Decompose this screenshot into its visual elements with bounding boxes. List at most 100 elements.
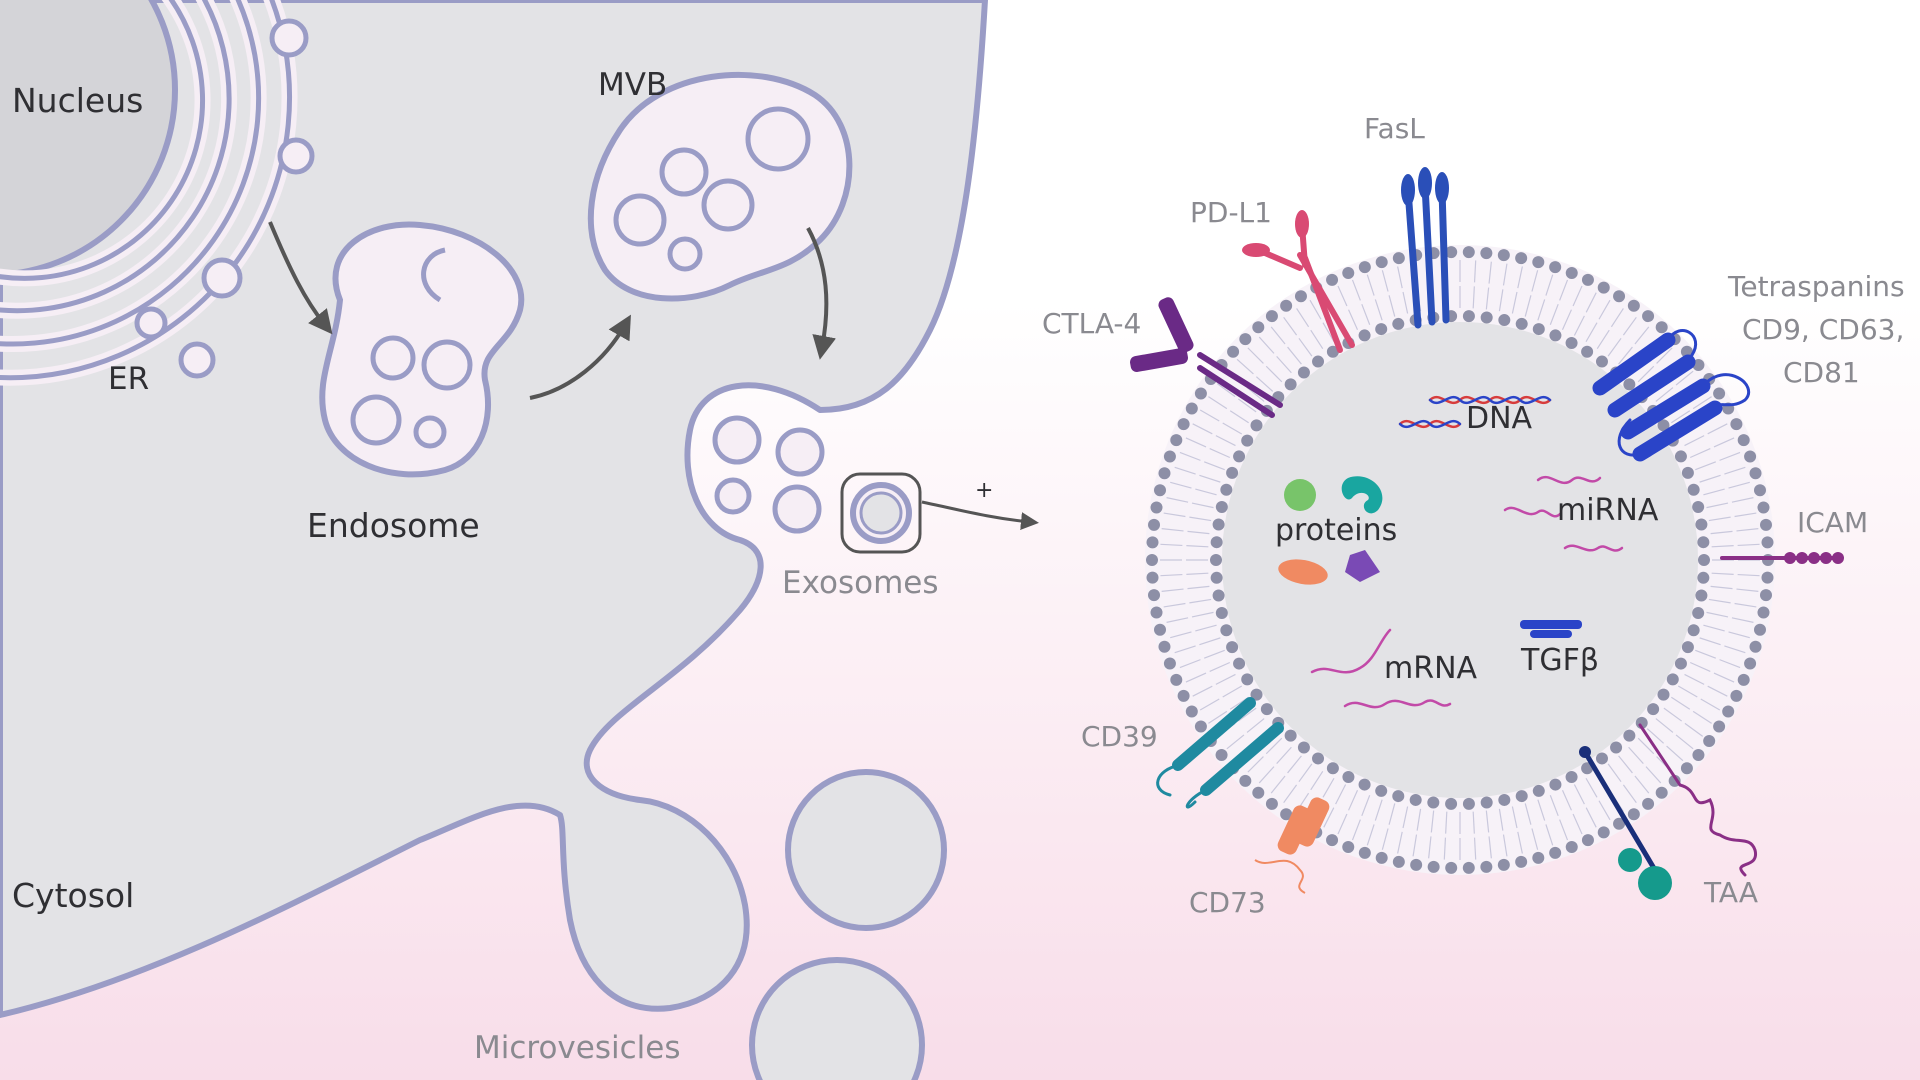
lipid-tail xyxy=(1675,370,1694,386)
lipid-tail xyxy=(1428,836,1432,859)
lipid-tail xyxy=(1209,661,1231,672)
lipid-head xyxy=(1613,290,1626,303)
lipid-head xyxy=(1761,571,1774,584)
lipid-tail xyxy=(1283,316,1298,336)
lipid-head xyxy=(1294,290,1307,303)
lipid-tail xyxy=(1174,466,1196,475)
lipid-tail xyxy=(1511,806,1518,829)
lipid-tail xyxy=(1728,631,1750,639)
multivesicular-body xyxy=(587,71,853,302)
lipid-tail xyxy=(1246,387,1265,402)
mrna-icon xyxy=(1310,628,1452,709)
lipid-head xyxy=(1692,607,1705,620)
lipid-tail xyxy=(1524,295,1532,317)
lipid-tail xyxy=(1707,685,1728,697)
lipid-head xyxy=(1515,855,1528,868)
lipid-tail xyxy=(1585,777,1598,798)
cell xyxy=(0,0,1039,1080)
lipid-head xyxy=(1410,858,1423,871)
lipid-tail xyxy=(1708,598,1731,604)
mvb-to-membrane-arrow xyxy=(806,227,836,360)
lipid-head xyxy=(1581,273,1594,286)
lipid-head xyxy=(1749,640,1762,653)
lipid-head xyxy=(1445,861,1458,874)
lipid-head xyxy=(1462,310,1475,323)
lipid-head xyxy=(1515,790,1528,803)
lipid-tail xyxy=(1160,543,1183,547)
lipid-head xyxy=(1462,861,1475,874)
lipid-tail xyxy=(1488,261,1492,284)
lipid-tail xyxy=(1335,784,1347,805)
lipid-tail xyxy=(1695,649,1717,659)
lipid-tail xyxy=(1195,488,1217,496)
pdl1-label: PD-L1 xyxy=(1190,196,1272,229)
lipid-head xyxy=(1227,345,1240,358)
lipid-tail xyxy=(1258,766,1275,784)
lipid-tail xyxy=(1258,336,1275,354)
lipid-tail xyxy=(1646,728,1665,744)
lipid-tail xyxy=(1185,672,1207,683)
lipid-head xyxy=(1713,387,1726,400)
lipid-tail xyxy=(1310,771,1324,791)
lipid-head xyxy=(1154,484,1167,497)
lipid-tail xyxy=(1703,488,1725,496)
lipid-tail xyxy=(1549,303,1559,325)
lipid-head xyxy=(1681,641,1694,654)
taa-label: TAA xyxy=(1703,876,1758,909)
plus-sign: + xyxy=(975,478,993,503)
lipid-head xyxy=(1498,793,1511,806)
tetraspanins-label: Tetraspanins xyxy=(1727,270,1905,303)
lipid-tail xyxy=(1502,834,1508,857)
lipid-head xyxy=(1627,299,1640,312)
lipid-head xyxy=(1613,817,1626,830)
lipid-tail xyxy=(1374,799,1383,821)
lipid-tail xyxy=(1498,289,1504,312)
exosome-zoom-arrow xyxy=(921,500,1039,531)
lipid-tail xyxy=(1734,512,1757,518)
lipid-tail xyxy=(1270,775,1286,794)
lipid-tail xyxy=(1366,274,1375,296)
lipid-head xyxy=(1260,703,1273,716)
lipid-head xyxy=(1623,378,1636,391)
lipid-head xyxy=(1409,793,1422,806)
lipid-tail xyxy=(1473,260,1477,283)
dna-icon xyxy=(1398,395,1552,429)
lipid-tail xyxy=(1226,734,1245,750)
lipid-head xyxy=(1326,762,1339,775)
lipid-head xyxy=(1687,483,1700,496)
lipid-tail xyxy=(1276,746,1292,765)
lipid-head xyxy=(1312,752,1325,765)
lipid-head xyxy=(1753,623,1766,636)
nucleus xyxy=(0,0,178,278)
released-exosome xyxy=(840,472,922,554)
lipid-tail xyxy=(1337,285,1348,307)
lipid-tail xyxy=(1222,685,1243,698)
lipid-head xyxy=(1392,855,1405,868)
icam-label: ICAM xyxy=(1797,506,1868,539)
lipid-tail xyxy=(1724,466,1746,475)
lipid-head xyxy=(1565,266,1578,279)
lipid-tail xyxy=(1215,435,1236,447)
lipid-tail xyxy=(1361,303,1371,325)
lipid-tail xyxy=(1585,322,1598,343)
lipid-tail xyxy=(1191,611,1214,618)
lipid-tail xyxy=(1737,543,1760,547)
lipid-head xyxy=(1647,703,1660,716)
lipid-tail xyxy=(1573,784,1585,805)
lipid-tail xyxy=(1397,266,1403,289)
er-vesicles xyxy=(134,18,315,379)
lipid-head xyxy=(1749,467,1762,480)
lipid-head xyxy=(1252,321,1265,334)
lipid-tail xyxy=(1236,358,1254,375)
lipid-head xyxy=(1549,846,1562,859)
lipid-tail xyxy=(1215,673,1236,685)
exosome-detail: DNA miRNA proteins mRNA TGFβ xyxy=(1130,167,1844,900)
lipid-tail xyxy=(1381,828,1389,850)
lipid-head xyxy=(1146,554,1158,566)
lipid-tail xyxy=(1388,295,1396,317)
taa-protein xyxy=(1579,723,1757,900)
lipid-tail xyxy=(1348,789,1359,811)
lipid-tail xyxy=(1711,545,1734,548)
lipid-tail xyxy=(1671,696,1691,710)
